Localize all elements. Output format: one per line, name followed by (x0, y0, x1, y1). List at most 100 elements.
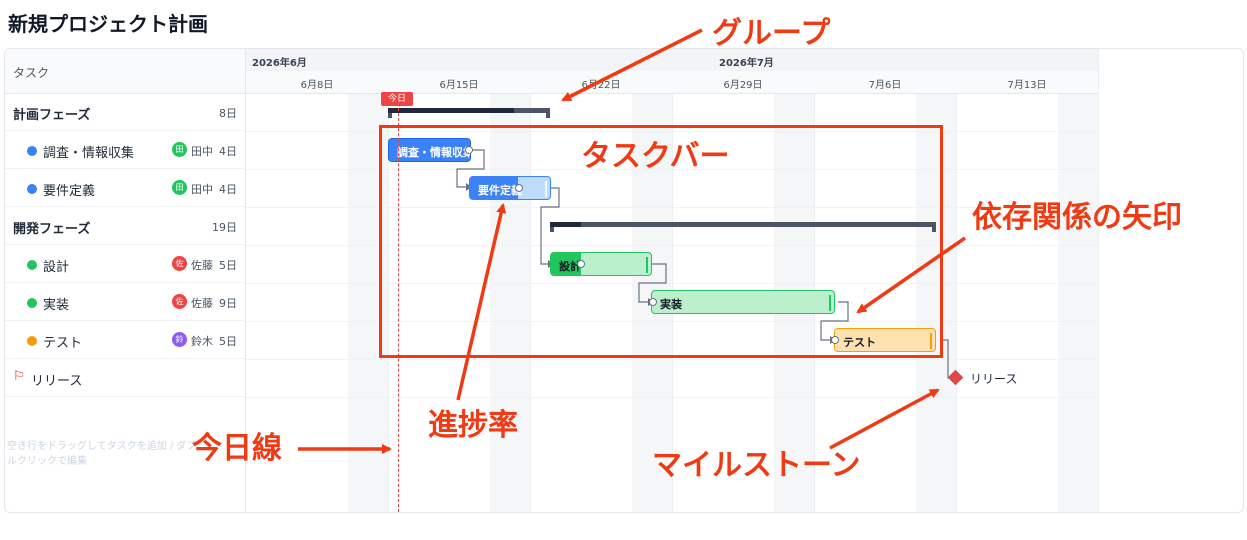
dependency-handle[interactable] (577, 260, 585, 268)
task-color-dot (27, 260, 37, 270)
milestone-label: リリース (31, 374, 83, 389)
task-column-title: タスク (13, 66, 50, 80)
group-label: 計画フェーズ (13, 108, 91, 123)
month-label: 2026年7月 (719, 58, 774, 69)
resize-handle[interactable] (930, 333, 932, 349)
avatar: 佐 (172, 294, 187, 309)
row-gridline (246, 321, 1098, 322)
milestone-row-release[interactable]: ⚐ リリース (5, 359, 245, 397)
row-gridline (246, 397, 1098, 398)
task-progress (389, 139, 470, 161)
task-color-dot (27, 336, 37, 346)
today-badge: 今日 (381, 92, 413, 106)
row-gridline (246, 207, 1098, 208)
add-task-hint: 空き行をドラッグしてタスクを追加 / ダブルクリックで編集 (7, 441, 197, 467)
week-gridline (388, 49, 389, 512)
task-list-panel: タスク 計画フェーズ 8日 調査・情報収集 田 田中 4日 要件定義 田 田中 … (5, 49, 246, 512)
task-row-research[interactable]: 調査・情報収集 田 田中 4日 (5, 131, 245, 169)
month-label: 2026年6月 (252, 58, 307, 69)
task-color-dot (27, 184, 37, 194)
task-bar-label: 設計 (559, 260, 581, 273)
resize-handle[interactable] (829, 295, 831, 311)
duration-label: 5日 (219, 259, 237, 272)
today-line (398, 93, 399, 512)
task-label: 設計 (43, 260, 70, 275)
avatar: 田 (172, 180, 187, 195)
row-gridline (246, 245, 1098, 246)
duration-label: 8日 (219, 107, 237, 120)
resize-handle[interactable] (545, 181, 547, 197)
duration-label: 4日 (219, 145, 237, 158)
dependency-handle[interactable] (465, 146, 473, 154)
avatar: 鈴 (172, 332, 187, 347)
annotation-task-bar: タスクバー (581, 139, 730, 174)
dependency-handle[interactable] (831, 336, 839, 344)
flag-icon: ⚐ (13, 369, 25, 384)
duration-label: 19日 (212, 221, 237, 234)
task-label: 要件定義 (43, 184, 96, 199)
week-gridline (814, 49, 815, 512)
weekend-shade (1058, 93, 1098, 512)
task-label: テスト (43, 336, 83, 351)
task-bar-research[interactable]: 調査・情報収集 (388, 138, 471, 162)
row-gridline (246, 359, 1098, 360)
duration-label: 4日 (219, 183, 237, 196)
dependency-handle[interactable] (515, 184, 523, 192)
assignee-name: 鈴木 (191, 335, 213, 348)
group-bar-planning[interactable] (388, 108, 550, 118)
row-gridline (246, 283, 1098, 284)
week-label: 7月13日 (1007, 80, 1047, 91)
task-bar-implementation[interactable]: 実装 (651, 290, 835, 314)
week-label: 7月6日 (868, 80, 902, 91)
group-row-planning[interactable]: 計画フェーズ 8日 (5, 93, 245, 131)
task-bar-design[interactable]: 設計 (550, 252, 652, 276)
week-gridline (1098, 49, 1099, 512)
week-label: 6月29日 (723, 80, 763, 91)
group-label: 開発フェーズ (13, 222, 91, 237)
dependency-handle[interactable] (649, 298, 657, 306)
task-bar-label: 実装 (660, 298, 682, 311)
task-row-design[interactable]: 設計 佐 佐藤 5日 (5, 245, 245, 283)
assignee-name: 佐藤 (191, 259, 213, 272)
duration-label: 5日 (219, 335, 237, 348)
task-bar-test[interactable]: テスト (834, 328, 936, 352)
annotation-dependency: 依存関係の矢印 (972, 200, 1182, 235)
task-label: 調査・情報収集 (43, 146, 135, 161)
task-progress (470, 177, 518, 199)
task-bar-requirements[interactable]: 要件定義 (469, 176, 551, 200)
task-color-dot (27, 146, 37, 156)
duration-label: 9日 (219, 297, 237, 310)
group-row-development[interactable]: 開発フェーズ 19日 (5, 207, 245, 245)
row-gridline (246, 169, 1098, 170)
week-label: 6月8日 (300, 80, 334, 91)
task-row-requirements[interactable]: 要件定義 田 田中 4日 (5, 169, 245, 207)
group-bar-development[interactable] (550, 222, 936, 232)
task-color-dot (27, 298, 37, 308)
group-progress (550, 222, 581, 227)
group-progress (388, 108, 515, 113)
assignee-name: 田中 (191, 145, 213, 158)
annotation-milestone: マイルストーン (652, 448, 861, 483)
week-gridline (672, 49, 673, 512)
task-progress (551, 253, 581, 275)
task-label: 実装 (43, 298, 70, 313)
week-label: 6月15日 (439, 80, 479, 91)
avatar: 田 (172, 142, 187, 157)
avatar: 佐 (172, 256, 187, 271)
assignee-name: 佐藤 (191, 297, 213, 310)
annotation-group: グループ (712, 16, 831, 51)
task-bar-label: 要件定義 (478, 184, 522, 197)
milestone-label: リリース (970, 372, 1018, 386)
task-row-test[interactable]: テスト 鈴 鈴木 5日 (5, 321, 245, 359)
task-row-implementation[interactable]: 実装 佐 佐藤 9日 (5, 283, 245, 321)
task-bar-label: テスト (843, 336, 876, 349)
assignee-name: 田中 (191, 183, 213, 196)
page-title: 新規プロジェクト計画 (8, 12, 208, 36)
annotation-today-line: 今日線 (192, 431, 282, 466)
annotation-progress: 進捗率 (428, 408, 518, 443)
resize-handle[interactable] (646, 257, 648, 273)
week-gridline (530, 49, 531, 512)
task-bar-label: 調査・情報収集 (397, 146, 471, 159)
gantt-chart: タスク 計画フェーズ 8日 調査・情報収集 田 田中 4日 要件定義 田 田中 … (4, 48, 1244, 513)
row-gridline (246, 131, 1098, 132)
